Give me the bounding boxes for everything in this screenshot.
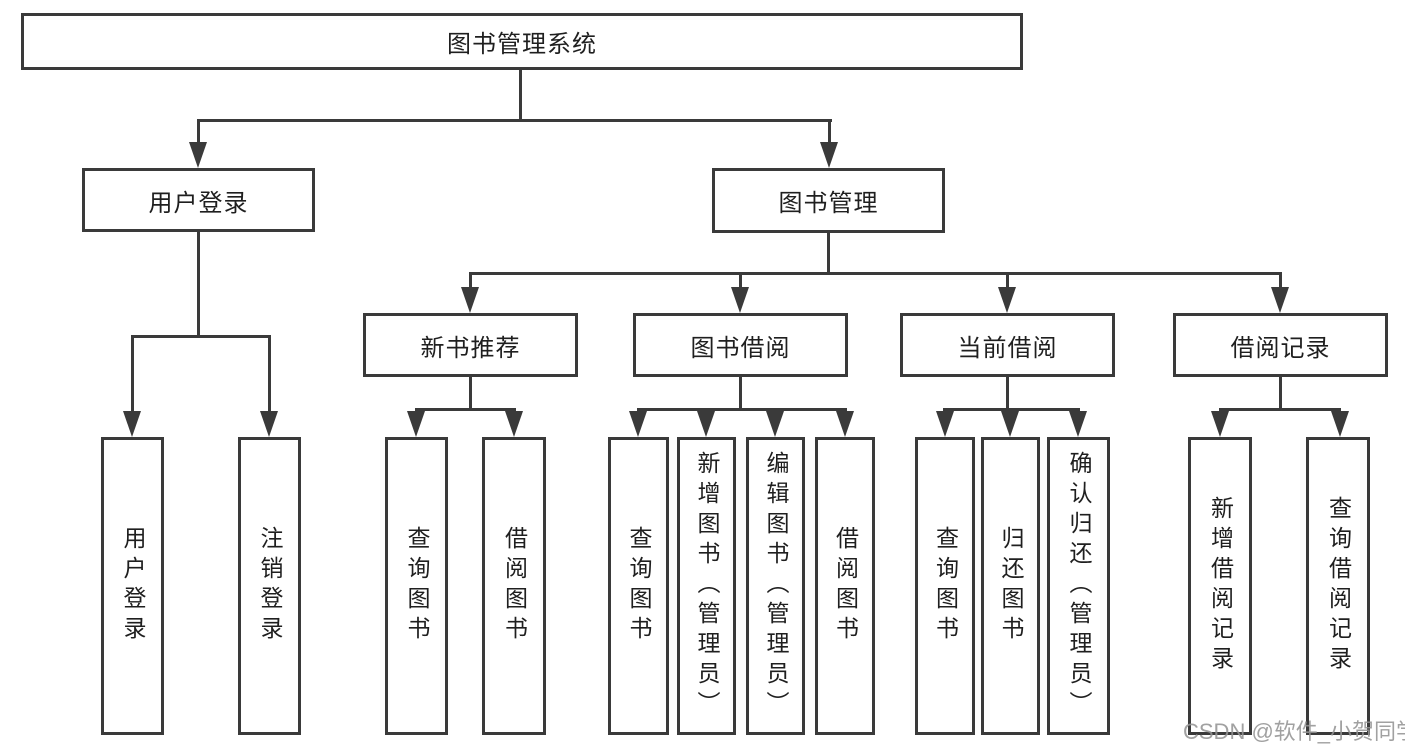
node-book-borrow: 图书借阅 — [633, 313, 848, 377]
leaf-user-login-label: 用户登录 — [120, 526, 146, 646]
arrow-down-icon — [1001, 411, 1019, 437]
arrow-down-icon — [1069, 411, 1087, 437]
arrow-down-icon — [731, 287, 749, 313]
leaf-add-borrow-record: 新增借阅记录 — [1188, 437, 1252, 735]
arrow-down-icon — [461, 287, 479, 313]
connector-line — [827, 233, 830, 275]
leaf-return-book-label: 归还图书 — [998, 526, 1024, 646]
leaf-borrow-book-recommend-label: 借阅图书 — [501, 526, 528, 646]
connector-line — [268, 335, 271, 415]
connector-line — [1279, 377, 1282, 410]
connector-line — [469, 272, 1282, 275]
node-borrow-records-label: 借阅记录 — [1230, 334, 1331, 362]
arrow-down-icon — [505, 411, 523, 437]
leaf-query-book-current-label: 查询图书 — [932, 526, 959, 646]
connector-line — [519, 70, 522, 121]
connector-line — [197, 119, 200, 149]
connector-line — [197, 119, 832, 122]
connector-line — [131, 335, 134, 415]
node-book-management-label: 图书管理 — [778, 190, 879, 217]
node-user-login: 用户登录 — [82, 168, 315, 232]
leaf-query-book-recommend: 查询图书 — [385, 437, 448, 735]
arrow-down-icon — [836, 411, 854, 437]
arrow-down-icon — [820, 142, 838, 168]
connector-line — [1006, 377, 1009, 410]
leaf-query-borrow-record-label: 查询借阅记录 — [1325, 496, 1352, 676]
node-book-borrow-label: 图书借阅 — [690, 334, 791, 362]
leaf-query-borrow-record: 查询借阅记录 — [1306, 437, 1370, 735]
leaf-query-book-current: 查询图书 — [915, 437, 975, 735]
arrow-down-icon — [697, 411, 715, 437]
leaf-query-book-borrow: 查询图书 — [608, 437, 669, 735]
connector-line — [739, 272, 742, 292]
connector-line — [197, 232, 200, 338]
leaf-add-book-admin-label: 新增图书（管理员） — [694, 451, 720, 721]
leaf-confirm-return-admin: 确认归还（管理员） — [1047, 437, 1110, 735]
arrow-down-icon — [766, 411, 784, 437]
arrow-down-icon — [998, 287, 1016, 313]
node-root: 图书管理系统 — [21, 13, 1023, 70]
leaf-logout-label: 注销登录 — [257, 526, 283, 646]
connector-line — [1279, 272, 1282, 292]
node-new-book-recommend: 新书推荐 — [363, 313, 578, 377]
node-new-book-recommend-label: 新书推荐 — [420, 334, 521, 362]
leaf-logout: 注销登录 — [238, 437, 301, 735]
arrow-down-icon — [1331, 411, 1349, 437]
leaf-user-login: 用户登录 — [101, 437, 164, 735]
leaf-add-book-admin: 新增图书（管理员） — [677, 437, 736, 735]
arrow-down-icon — [189, 142, 207, 168]
node-root-label: 图书管理系统 — [447, 31, 597, 58]
node-user-login-label: 用户登录 — [148, 189, 249, 217]
leaf-borrow-book: 借阅图书 — [815, 437, 875, 735]
arrow-down-icon — [407, 411, 425, 437]
watermark: CSDN @软件_小贺同学 — [1183, 719, 1405, 744]
node-book-management: 图书管理 — [712, 168, 945, 233]
leaf-query-book-recommend-label: 查询图书 — [404, 526, 430, 646]
leaf-edit-book-admin: 编辑图书（管理员） — [746, 437, 805, 735]
connector-line — [637, 408, 847, 411]
node-current-borrow-label: 当前借阅 — [957, 334, 1058, 362]
connector-line — [1219, 408, 1341, 411]
connector-line — [1006, 272, 1009, 292]
connector-line — [469, 272, 472, 292]
connector-line — [943, 408, 1080, 411]
leaf-edit-book-admin-label: 编辑图书（管理员） — [763, 451, 789, 721]
connector-line — [415, 408, 516, 411]
arrow-down-icon — [123, 411, 141, 437]
connector-line — [469, 377, 472, 410]
node-current-borrow: 当前借阅 — [900, 313, 1115, 377]
leaf-add-borrow-record-label: 新增借阅记录 — [1207, 496, 1234, 676]
connector-line — [828, 119, 831, 149]
arrow-down-icon — [1211, 411, 1229, 437]
arrow-down-icon — [629, 411, 647, 437]
connector-line — [131, 335, 271, 338]
leaf-borrow-book-recommend: 借阅图书 — [482, 437, 546, 735]
leaf-confirm-return-admin-label: 确认归还（管理员） — [1066, 451, 1092, 721]
node-borrow-records: 借阅记录 — [1173, 313, 1388, 377]
leaf-return-book: 归还图书 — [981, 437, 1040, 735]
arrow-down-icon — [936, 411, 954, 437]
arrow-down-icon — [1271, 287, 1289, 313]
arrow-down-icon — [260, 411, 278, 437]
leaf-query-book-borrow-label: 查询图书 — [626, 526, 652, 646]
connector-line — [739, 377, 742, 410]
leaf-borrow-book-label: 借阅图书 — [832, 526, 859, 646]
